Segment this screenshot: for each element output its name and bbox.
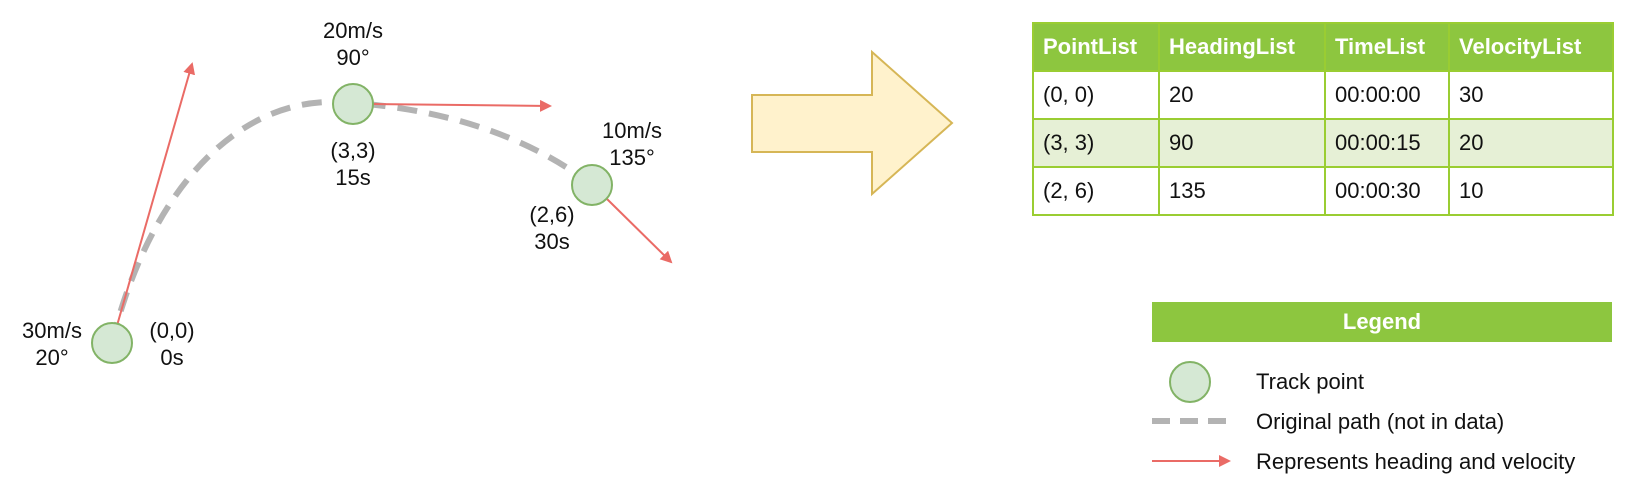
table-cell: 00:00:15 bbox=[1324, 118, 1450, 168]
header-pointlist: PointList bbox=[1032, 22, 1160, 72]
table-cell: 135 bbox=[1158, 166, 1326, 216]
point1-coord: (0,0) bbox=[149, 318, 194, 343]
point3-speed: 10m/s bbox=[602, 118, 662, 143]
legend-title: Legend bbox=[1152, 302, 1612, 342]
point2-heading: 90° bbox=[336, 45, 369, 70]
table-cell: 00:00:00 bbox=[1324, 70, 1450, 120]
legend-track-point-icon bbox=[1169, 361, 1211, 403]
heading-arrow-3 bbox=[606, 198, 673, 264]
heading-arrow-2 bbox=[372, 99, 552, 112]
point2-speed: 20m/s bbox=[323, 18, 383, 43]
point1-speed: 30m/s bbox=[22, 318, 82, 343]
heading-arrow-1 bbox=[111, 62, 196, 344]
point2-time: 15s bbox=[335, 165, 370, 190]
point2-coord: (3,3) bbox=[330, 138, 375, 163]
table-row: (2, 6) 135 00:00:30 10 bbox=[1032, 166, 1614, 216]
legend-item-track-point: Track point bbox=[1256, 369, 1365, 394]
table-row: (0, 0) 20 00:00:00 30 bbox=[1032, 70, 1614, 120]
point3-heading: 135° bbox=[609, 145, 655, 170]
track-point-3 bbox=[571, 164, 613, 206]
transform-arrow bbox=[751, 49, 954, 197]
table-cell: 10 bbox=[1448, 166, 1614, 216]
track-point-2 bbox=[332, 83, 374, 125]
table-cell: 20 bbox=[1448, 118, 1614, 168]
table-cell: (3, 3) bbox=[1032, 118, 1160, 168]
point3-time: 30s bbox=[534, 229, 569, 254]
header-velocitylist: VelocityList bbox=[1448, 22, 1614, 72]
table-row: (3, 3) 90 00:00:15 20 bbox=[1032, 118, 1614, 168]
point3-coord: (2,6) bbox=[529, 202, 574, 227]
track-point-1 bbox=[91, 322, 133, 364]
table-cell: (2, 6) bbox=[1032, 166, 1160, 216]
header-timelist: TimeList bbox=[1324, 22, 1450, 72]
table-header-row: PointList HeadingList TimeList VelocityL… bbox=[1032, 22, 1614, 72]
table-cell: 00:00:30 bbox=[1324, 166, 1450, 216]
table-cell: (0, 0) bbox=[1032, 70, 1160, 120]
table-cell: 90 bbox=[1158, 118, 1326, 168]
legend-item-heading-velocity: Represents heading and velocity bbox=[1256, 449, 1576, 474]
table-cell: 20 bbox=[1158, 70, 1326, 120]
point1-time: 0s bbox=[160, 345, 183, 370]
legend-item-original-path: Original path (not in data) bbox=[1256, 409, 1505, 434]
point1-heading: 20° bbox=[35, 345, 68, 370]
data-table: PointList HeadingList TimeList VelocityL… bbox=[1032, 22, 1614, 216]
table-cell: 30 bbox=[1448, 70, 1614, 120]
header-headinglist: HeadingList bbox=[1158, 22, 1326, 72]
